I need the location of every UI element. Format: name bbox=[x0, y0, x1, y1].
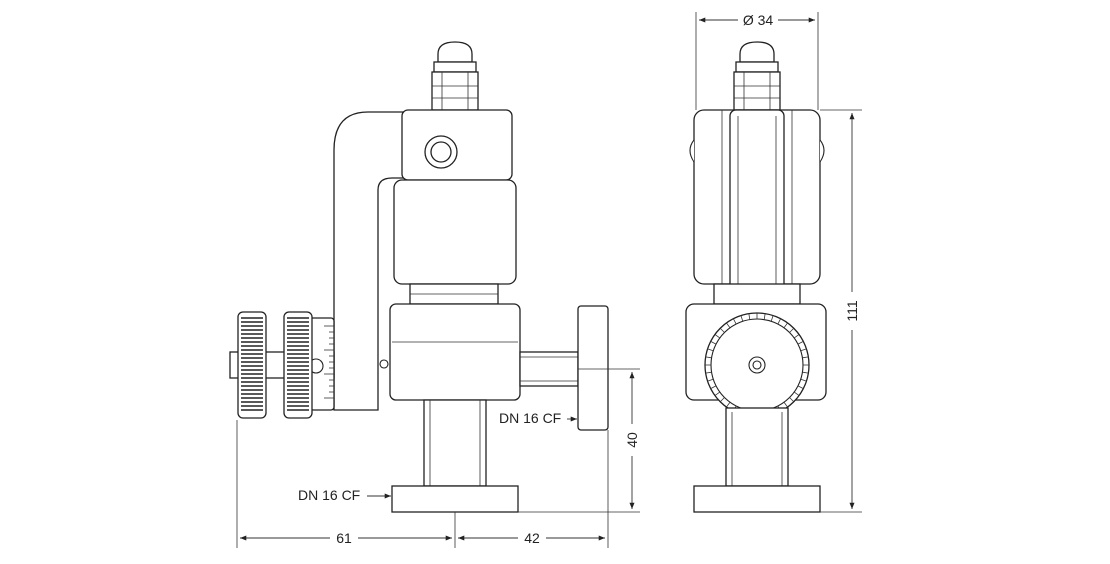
side-flange bbox=[577, 305, 609, 431]
actuator-body bbox=[393, 179, 517, 285]
flange-label-bottom: DN 16 CF bbox=[298, 487, 360, 503]
lever-arm bbox=[333, 111, 405, 411]
hex-socket-inner bbox=[430, 141, 452, 163]
bottom-tube bbox=[423, 399, 487, 487]
actuator-head bbox=[401, 109, 513, 181]
top-cap-nut bbox=[431, 41, 479, 111]
dim-40-label: 40 bbox=[624, 432, 640, 448]
side-tube bbox=[519, 351, 579, 387]
flange-label-side: DN 16 CF bbox=[499, 410, 561, 426]
bottom-flange bbox=[391, 485, 519, 513]
dim-42-label: 42 bbox=[524, 530, 540, 546]
dim-diameter-label: Ø 34 bbox=[743, 12, 774, 28]
micrometer-drive bbox=[229, 311, 335, 419]
front-view: 61 42 40 DN 16 CF DN 16 CF bbox=[229, 41, 640, 548]
dim-61-label: 61 bbox=[336, 530, 352, 546]
valve-body bbox=[389, 303, 521, 401]
side-view: Ø 34 111 bbox=[685, 12, 862, 513]
dim-111-label: 111 bbox=[844, 300, 860, 321]
side-bottom-flange bbox=[693, 485, 821, 513]
